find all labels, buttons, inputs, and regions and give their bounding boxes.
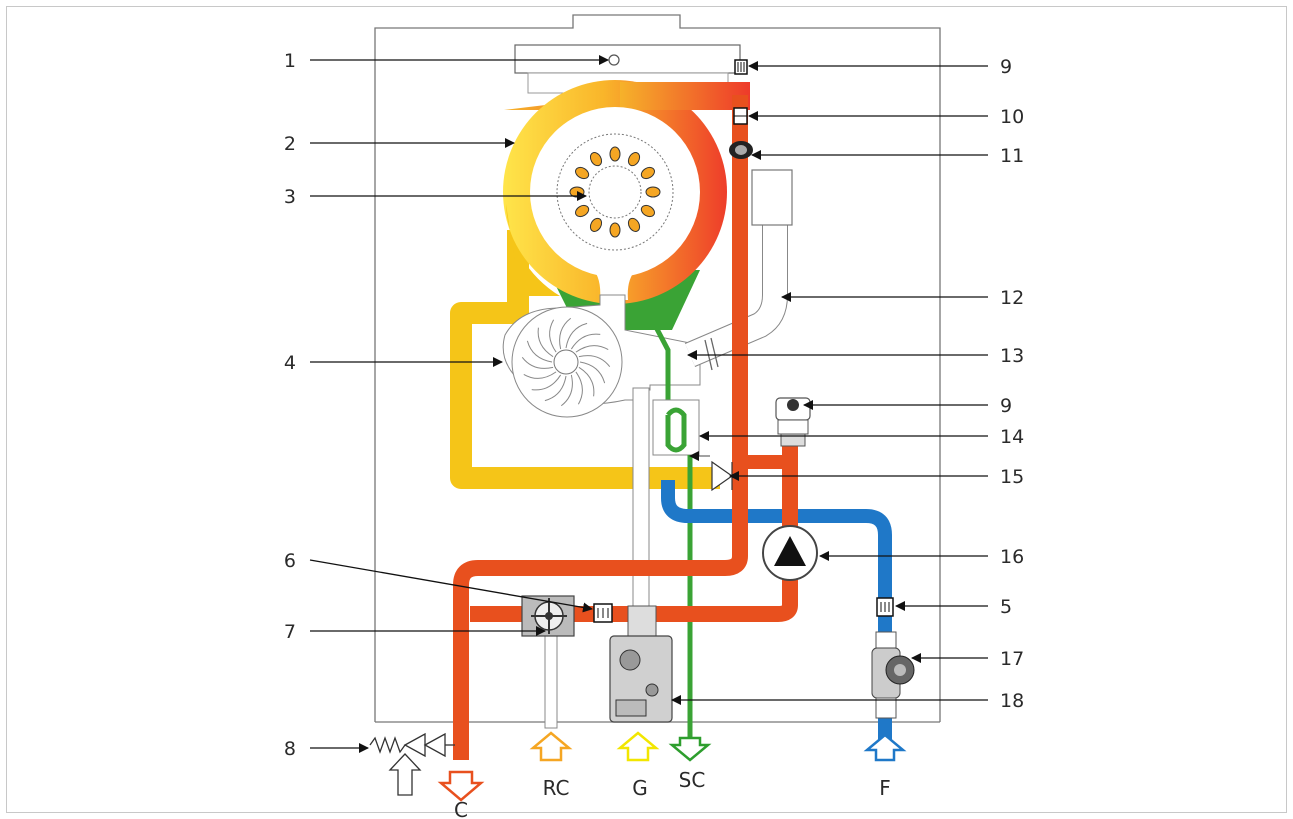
gas-pipe [544,387,650,729]
callout-2: 2 [284,133,296,155]
gas-valve [609,605,673,723]
fan-blade [544,375,567,402]
fan-blade [578,355,611,368]
callout-13: 13 [1000,345,1024,367]
callout-15: 15 [1000,466,1024,488]
pump [762,525,818,581]
fan-blade [549,319,557,353]
air-vent-lower [775,397,811,447]
air-duct [450,230,720,489]
air-vent-top [734,59,748,75]
flame-icon [589,152,603,167]
fan-blade [579,361,606,384]
flame-icon [609,222,621,238]
callout-9-top: 9 [1000,56,1012,78]
connection-label-RC: RC [543,776,570,800]
callout-8: 8 [284,738,296,760]
callout-14: 14 [1000,426,1024,448]
condensate-line [644,308,700,738]
callout-labels: 1 2 3 4 6 7 8 9 10 11 12 13 9 14 15 16 5… [284,50,1024,760]
fan-blade [560,374,573,407]
burner-flames [569,146,661,238]
flame-icon [575,204,590,218]
flame-icon [609,146,621,162]
fan-blade [526,340,553,363]
callout-10: 10 [1000,106,1024,128]
connection-label-F: F [879,776,891,800]
fan-blade [531,374,562,391]
safety-valve [369,732,455,796]
three-way-valve [521,595,575,637]
callout-4: 4 [284,352,296,374]
connection-arrow-G [616,731,660,762]
fan-blade [537,327,554,358]
flame-icon [589,217,603,232]
connection-arrow-C [437,770,485,802]
fan-blade [570,333,601,350]
fan-blade [559,317,572,350]
flame-icon [645,186,661,198]
fan-blade [575,345,609,353]
air-intake-pipe [684,169,793,371]
callout-18: 18 [1000,690,1024,712]
callout-12: 12 [1000,287,1024,309]
callout-3: 3 [284,186,296,208]
connection-arrow-SC [668,736,712,762]
callout-1: 1 [284,50,296,72]
flame-icon [575,166,590,180]
flame-icon [640,204,655,218]
diverter-valve [871,631,915,719]
callout-6: 6 [284,550,296,572]
flame-icon [640,166,655,180]
flame-icon [627,217,641,232]
connection-labels: C RC G SC F [454,768,891,819]
callout-16: 16 [1000,546,1024,568]
callout-11: 11 [1000,145,1024,167]
temperature-sensor [733,107,748,125]
cold-water-pipe [661,480,892,740]
connection-label-C: C [454,798,468,819]
leader-lines [309,55,988,753]
diagram-frame [6,6,1287,813]
connection-label-G: G [632,776,648,800]
flow-switch [876,597,894,617]
limit-thermostat [729,141,753,159]
fan [502,294,701,418]
fan-blade [523,371,557,379]
connection-arrow-RC [529,731,573,762]
callout-7: 7 [284,621,296,643]
fan-blade [521,356,554,369]
fan-blade [578,366,595,397]
connection-label-SC: SC [679,768,706,792]
callout-17: 17 [1000,648,1024,670]
connection-arrows [437,731,907,802]
callout-5: 5 [1000,596,1012,618]
fan-blade [575,371,583,405]
fan-blade [565,322,588,349]
return-sensor [593,603,613,623]
connection-arrow-F [863,733,907,762]
hot-water-pipe [453,95,798,760]
callout-9-lower: 9 [1000,395,1012,417]
flame-icon [627,152,641,167]
